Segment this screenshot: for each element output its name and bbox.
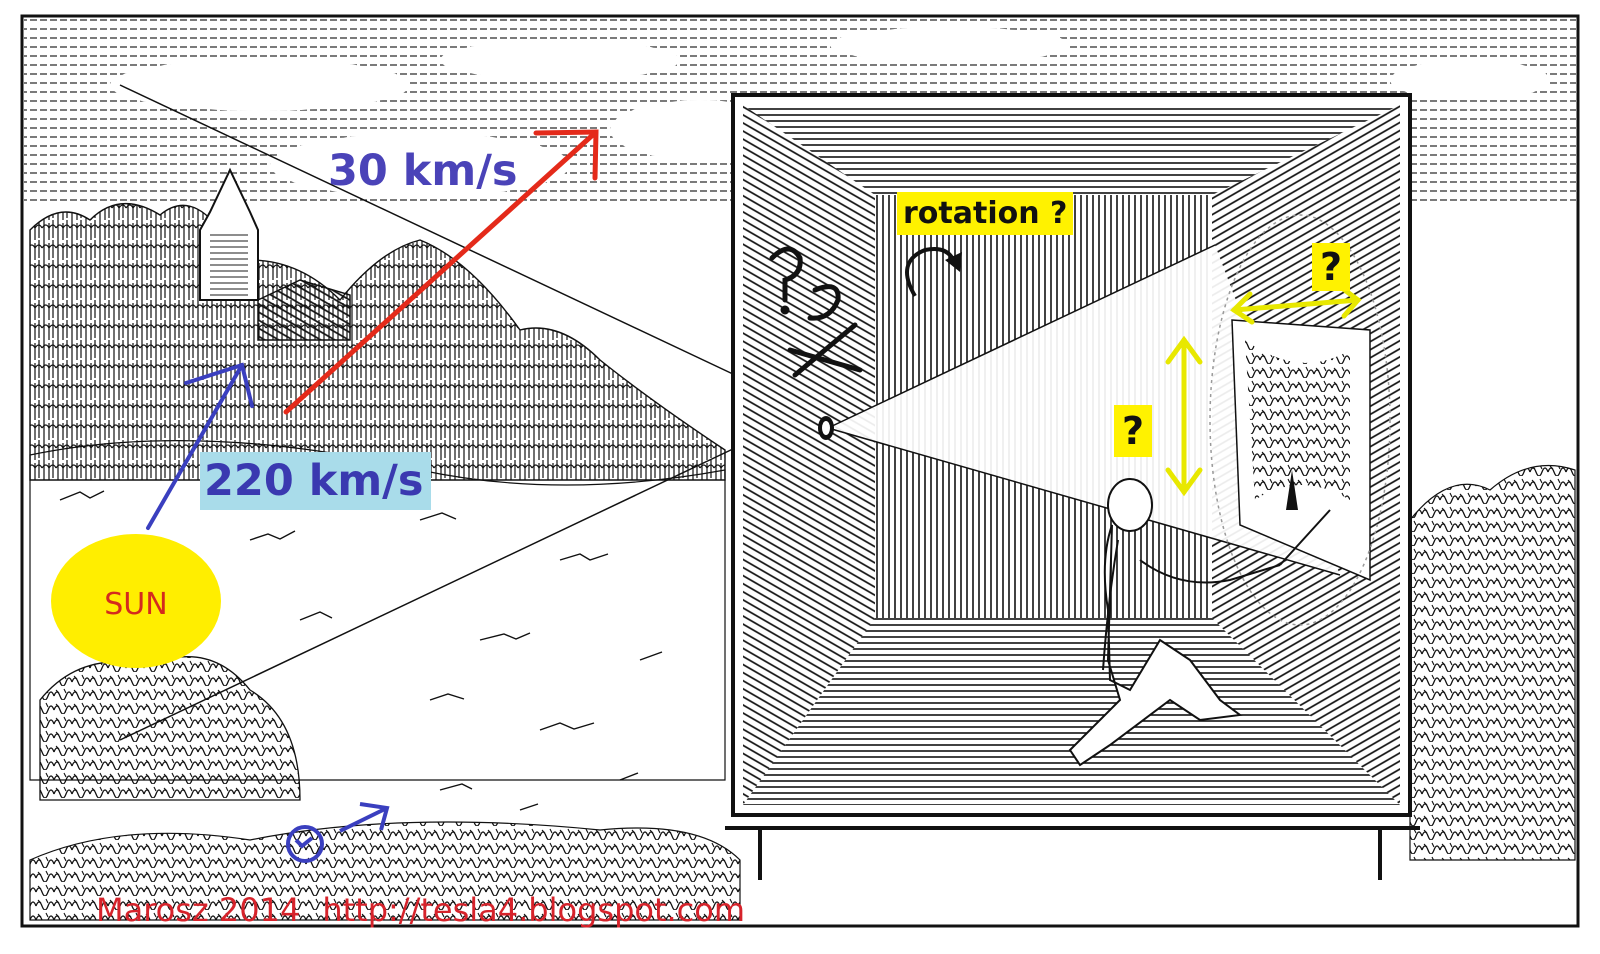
vertical-question-mark: ? [1114,405,1153,457]
galactic-velocity-arrow [146,362,254,530]
credit-author: Marosz 2014 [96,891,301,929]
rocks-right [1409,464,1576,861]
bushes-bottom [29,821,741,921]
orbital-speed-label: 30 km/s [328,146,518,196]
kneeling-figure [1068,478,1331,767]
horizontal-question-mark: ? [1312,243,1351,291]
projection-glow [1209,214,1391,626]
galactic-speed-label: 220 km/s [200,452,432,510]
rotation-question-label: rotation ? [897,192,1074,235]
orbital-velocity-arrow [283,129,599,415]
box-floor [743,618,1400,805]
sun-disc [51,534,221,668]
light-beam [828,245,1340,575]
earth-symbol [286,802,390,863]
box-left-wall [743,105,875,805]
camera-obscura-box [725,93,1420,880]
clouds [110,27,1550,197]
box-ceiling [743,105,1400,195]
bushes-lower-left [39,656,301,801]
yellow-vertical-arrow [1165,335,1203,497]
grass-strokes [59,490,663,811]
sun-label: SUN [104,586,168,622]
rotation-arrow [905,247,957,298]
credit-url[interactable]: http://tesla4.blogspot.com [322,891,746,929]
sight-line-upper [119,84,736,376]
wall-scribbles [769,246,863,378]
credit-line: Marosz 2014 http://tesla4.blogspot.com [96,891,767,929]
yellow-horizontal-arrow [1230,285,1362,325]
